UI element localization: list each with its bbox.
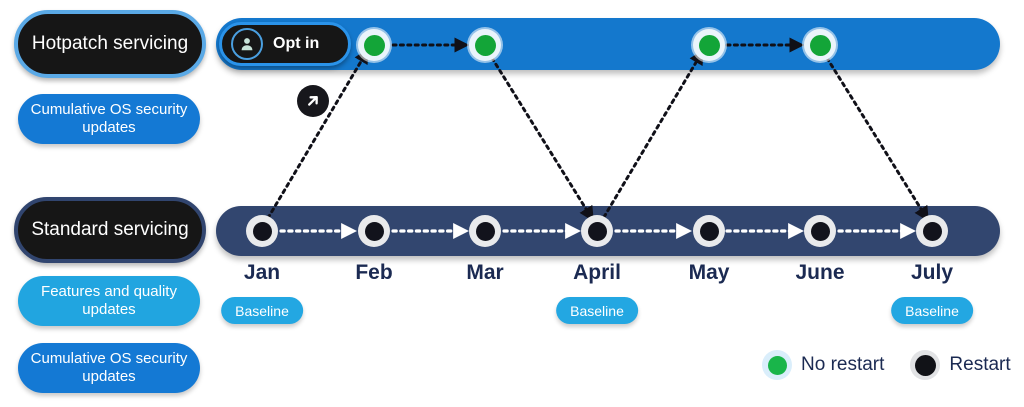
- opt-in-label: Opt in: [273, 35, 320, 52]
- month-label-mar: Mar: [466, 261, 504, 284]
- person-icon: [231, 28, 263, 60]
- descriptor-label: Cumulative OS security updates: [30, 101, 188, 136]
- legend: No restart Restart: [762, 350, 1011, 380]
- descriptor-label: Cumulative OS security updates: [30, 350, 188, 385]
- opt-in-badge[interactable]: Opt in: [219, 22, 351, 66]
- legend-label-no-restart: No restart: [801, 354, 885, 375]
- category-pill-standard-servicing: Standard servicing: [14, 197, 206, 263]
- standard-node-jan[interactable]: [246, 215, 278, 247]
- green-dot-icon: [762, 350, 792, 380]
- category-label-standard: Standard servicing: [31, 218, 189, 240]
- hotpatch-node-mar[interactable]: [469, 29, 501, 61]
- category-pill-hotpatch-servicing: Hotpatch servicing: [14, 10, 206, 78]
- month-label-feb: Feb: [355, 261, 393, 284]
- node-core: [474, 34, 496, 56]
- month-label-june: June: [795, 261, 845, 284]
- legend-dot-core: [914, 354, 936, 376]
- month-label-jan: Jan: [243, 261, 281, 284]
- legend-label-restart: Restart: [949, 354, 1011, 375]
- legend-item-no-restart: No restart: [762, 350, 884, 380]
- hotpatch-node-feb[interactable]: [358, 29, 390, 61]
- node-core: [475, 221, 495, 241]
- hotpatch-node-may[interactable]: [693, 29, 725, 61]
- standard-node-june[interactable]: [804, 215, 836, 247]
- descriptor-label: Features and quality updates: [41, 283, 177, 318]
- month-label-april: April: [573, 261, 621, 284]
- node-core: [698, 34, 720, 56]
- node-core: [252, 221, 272, 241]
- baseline-badge-april: Baseline: [556, 297, 638, 324]
- month-label-may: May: [688, 261, 730, 284]
- node-core: [922, 221, 942, 241]
- baseline-badge-jan: Baseline: [221, 297, 303, 324]
- standard-node-feb[interactable]: [358, 215, 390, 247]
- descriptor-pill-hotpatch-cumulative-os-security-updates: Cumulative OS security updates: [18, 94, 200, 144]
- legend-dot-core: [767, 355, 787, 375]
- baseline-badge-july: Baseline: [891, 297, 973, 324]
- node-core: [699, 221, 719, 241]
- standard-node-may[interactable]: [693, 215, 725, 247]
- black-dot-icon: [910, 350, 941, 380]
- legend-item-restart: Restart: [910, 350, 1011, 380]
- standard-node-mar[interactable]: [469, 215, 501, 247]
- month-label-july: July: [910, 261, 954, 284]
- node-core: [810, 221, 830, 241]
- category-label-hotpatch: Hotpatch servicing: [31, 32, 189, 54]
- arrow-up-right-icon: [297, 85, 329, 117]
- descriptor-pill-standard-cumulative-os-security-updates: Cumulative OS security updates: [18, 343, 200, 393]
- node-core: [809, 34, 831, 56]
- hotpatch-node-june[interactable]: [804, 29, 836, 61]
- node-core: [363, 34, 385, 56]
- node-core: [364, 221, 384, 241]
- descriptor-pill-features-and-quality-updates: Features and quality updates: [18, 276, 200, 326]
- standard-node-july[interactable]: [916, 215, 948, 247]
- standard-node-april[interactable]: [581, 215, 613, 247]
- node-core: [587, 221, 607, 241]
